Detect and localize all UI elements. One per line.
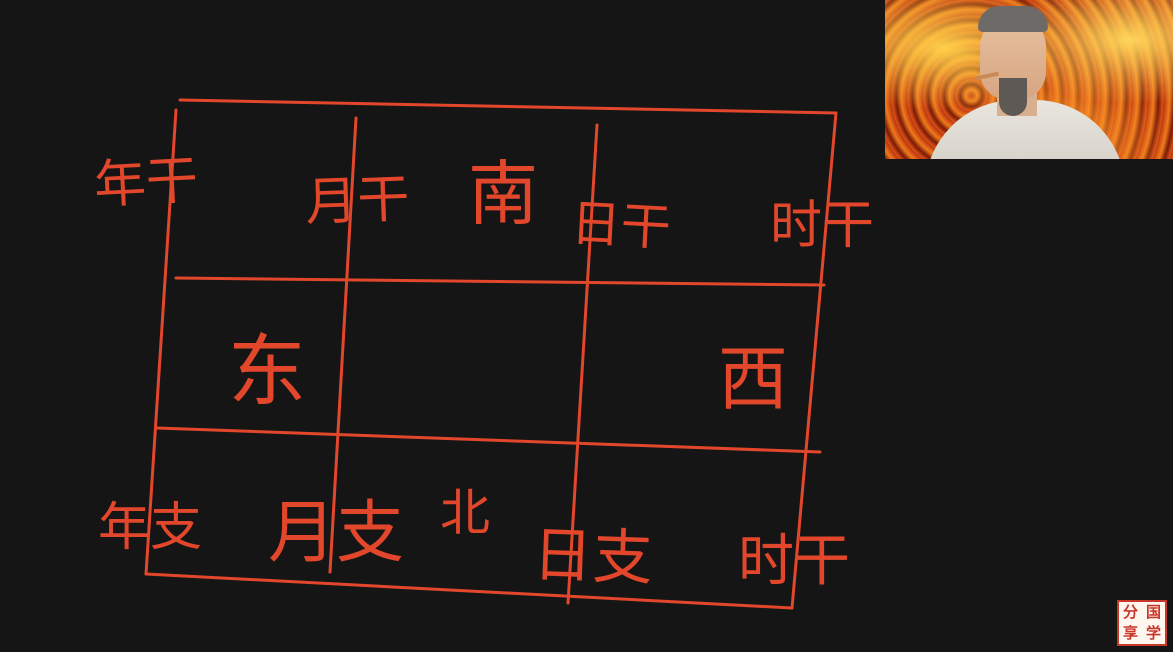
- label-hour-stem-top: 时干: [770, 196, 874, 256]
- grid-right-line: [790, 111, 838, 610]
- watermark-char-1: 分: [1122, 603, 1138, 621]
- label-month-stem: 月干: [304, 169, 410, 233]
- grid-col-line-2: [566, 123, 599, 605]
- watermark-char-2: 国: [1145, 603, 1161, 621]
- label-west: 西: [718, 338, 788, 420]
- label-north: 北: [440, 484, 490, 542]
- label-south: 南: [468, 153, 538, 235]
- label-month-branch: 月支: [268, 494, 404, 573]
- grid-left-line: [144, 108, 178, 576]
- grid-col-line-1: [328, 116, 358, 574]
- presenter-webcam-feed: [885, 0, 1173, 159]
- grid-row-line-2: [155, 426, 822, 454]
- label-day-branch: 日支: [531, 520, 653, 594]
- label-hour-branch: 时干: [738, 529, 850, 594]
- label-day-stem: 日干: [569, 194, 672, 257]
- watermark-char-4: 学: [1145, 624, 1161, 642]
- presenter-hair: [978, 6, 1048, 32]
- watermark-stamp: 分 国 享 学: [1117, 600, 1167, 646]
- grid-row-line-1: [174, 276, 826, 287]
- presenter-beard: [999, 78, 1027, 116]
- label-year-branch: 年支: [98, 498, 202, 558]
- grid-bottom-line: [144, 572, 794, 610]
- label-east: 东: [228, 327, 306, 417]
- grid-top-line: [178, 98, 838, 115]
- watermark-char-3: 享: [1122, 624, 1138, 642]
- label-year-stem: 年干: [93, 151, 200, 216]
